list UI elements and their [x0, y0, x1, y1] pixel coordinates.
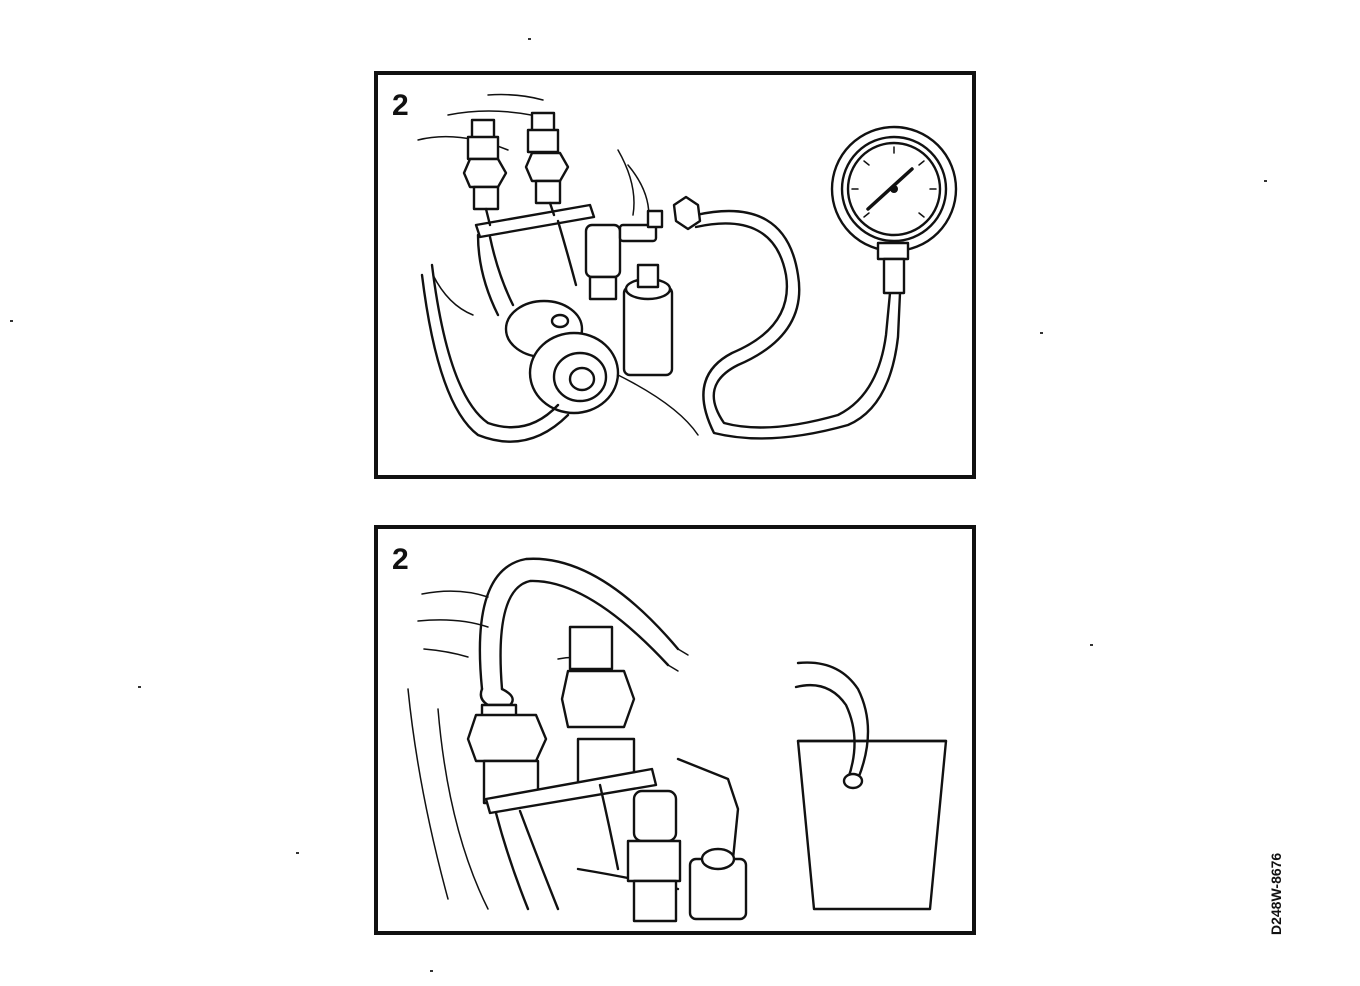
- illustration-panel-pressure-gauge: 2: [374, 71, 976, 479]
- pump-cylinder: [626, 789, 748, 923]
- reference-code: D248W-8676: [1268, 852, 1284, 935]
- pressure-gauge-illustration: 2: [392, 89, 958, 443]
- illustration-panel-drain-container: 2: [374, 525, 976, 935]
- scan-speck: [10, 320, 13, 322]
- scan-speck: [296, 852, 299, 854]
- scan-speck: [1040, 332, 1043, 334]
- gauge-hose: [694, 209, 892, 429]
- scan-speck: [430, 970, 433, 972]
- pump-cylinder: [622, 285, 674, 377]
- panel-number: 2: [392, 543, 409, 576]
- drain-container: [796, 739, 948, 911]
- gauge-stem: [876, 241, 910, 261]
- drain-hose: [478, 557, 680, 691]
- pressure-regulator: [504, 299, 620, 415]
- drain-container-illustration: 2: [392, 543, 948, 923]
- injection-pipe-union-left: [462, 118, 508, 211]
- scan-speck: [1264, 180, 1267, 182]
- banjo-fitting: [584, 209, 664, 301]
- pressure-gauge: [830, 125, 958, 295]
- scan-speck: [528, 38, 531, 40]
- injection-pipe-union-left: [466, 703, 548, 805]
- panel-number: 2: [392, 89, 409, 122]
- return-hose: [420, 273, 570, 443]
- injection-pipe-union-right: [524, 111, 570, 205]
- hose-union-nut: [672, 195, 702, 231]
- scan-speck: [1090, 644, 1093, 646]
- injection-pipe-union-right: [560, 625, 636, 785]
- scan-speck: [138, 686, 141, 688]
- drain-hose-end: [796, 661, 870, 781]
- pipe-clamp: [484, 767, 658, 815]
